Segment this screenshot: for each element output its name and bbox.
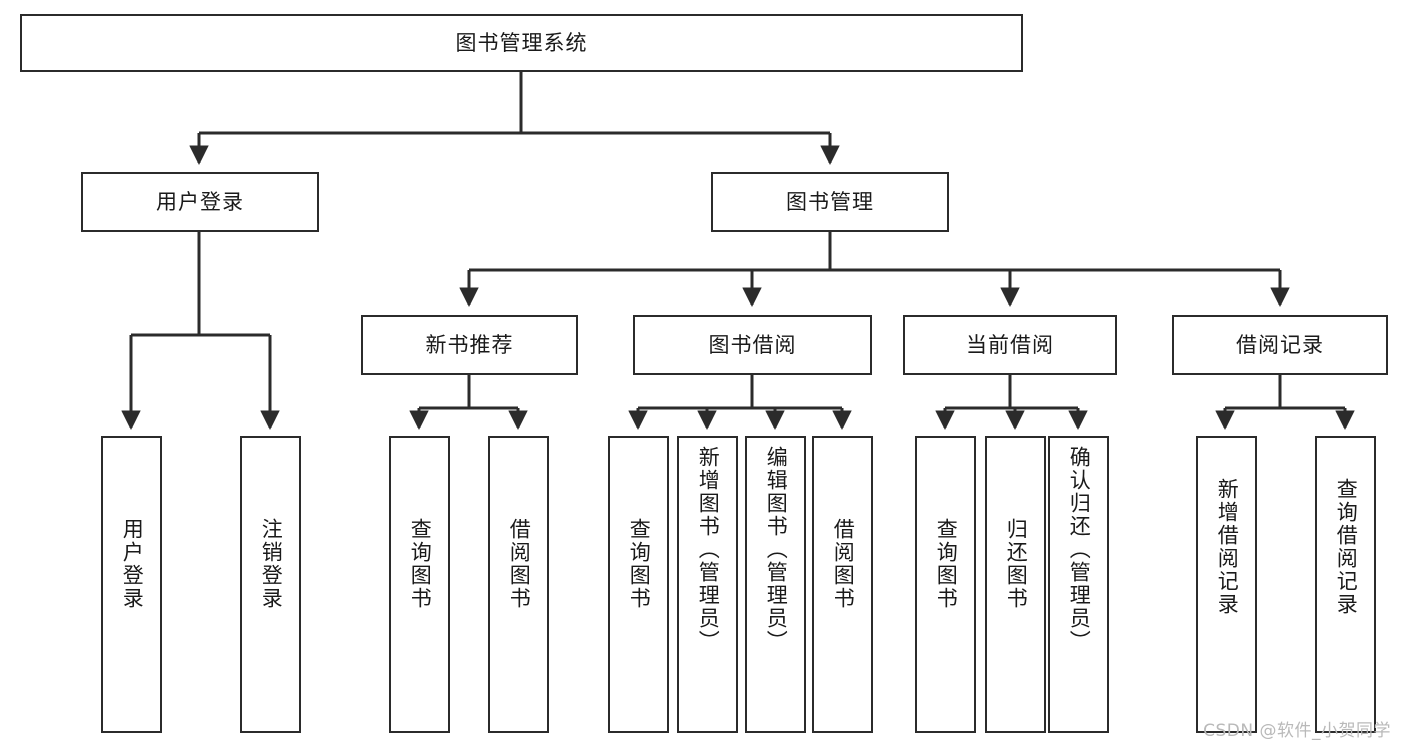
node-label: 用户登录: [156, 189, 244, 214]
node-borrow-record[interactable]: 借阅记录: [1172, 315, 1388, 375]
node-label: 当前借阅: [966, 332, 1054, 357]
node-label: 归还图书: [1004, 518, 1029, 610]
leaf-current-confirm-return-admin[interactable]: 确认归还（管理员）: [1048, 436, 1109, 733]
node-label: 借阅记录: [1236, 332, 1324, 357]
node-label: 图书借阅: [708, 332, 797, 357]
watermark: CSDN @软件_小贺同学: [1203, 721, 1391, 741]
leaf-record-query-record[interactable]: 查询借阅记录: [1315, 436, 1376, 733]
node-label: 借阅图书: [507, 518, 532, 610]
node-label: 注销登录: [259, 518, 284, 610]
node-label: 编辑图书（管理员）: [764, 446, 789, 653]
node-label: 借阅图书: [831, 518, 856, 610]
node-book-borrow[interactable]: 图书借阅: [633, 315, 872, 375]
leaf-current-return-book[interactable]: 归还图书: [985, 436, 1046, 733]
node-label: 新增图书（管理员）: [696, 446, 721, 653]
leaf-user-login-signout[interactable]: 注销登录: [240, 436, 301, 733]
node-label: 图书管理: [786, 189, 874, 214]
leaf-borrow-query-book[interactable]: 查询图书: [608, 436, 669, 733]
node-user-login[interactable]: 用户登录: [81, 172, 319, 232]
node-new-book-recommend[interactable]: 新书推荐: [361, 315, 578, 375]
node-label: 新书推荐: [425, 332, 514, 357]
node-label: 确认归还（管理员）: [1067, 446, 1092, 653]
node-label: 用户登录: [120, 518, 145, 610]
leaf-record-add-record[interactable]: 新增借阅记录: [1196, 436, 1257, 733]
node-label: 新增借阅记录: [1215, 478, 1240, 616]
node-root-system[interactable]: 图书管理系统: [20, 14, 1023, 72]
leaf-borrow-borrow-book[interactable]: 借阅图书: [812, 436, 873, 733]
node-book-management[interactable]: 图书管理: [711, 172, 949, 232]
leaf-current-query-book[interactable]: 查询图书: [915, 436, 976, 733]
node-label: 查询借阅记录: [1334, 478, 1359, 616]
leaf-user-login-signin[interactable]: 用户登录: [101, 436, 162, 733]
leaf-recommend-borrow-book[interactable]: 借阅图书: [488, 436, 549, 733]
leaf-borrow-add-book-admin[interactable]: 新增图书（管理员）: [677, 436, 738, 733]
node-current-borrow[interactable]: 当前借阅: [903, 315, 1117, 375]
node-label: 查询图书: [408, 518, 433, 610]
leaf-recommend-query-book[interactable]: 查询图书: [389, 436, 450, 733]
node-label: 查询图书: [627, 518, 652, 610]
leaf-borrow-edit-book-admin[interactable]: 编辑图书（管理员）: [745, 436, 806, 733]
node-label: 查询图书: [934, 518, 959, 610]
node-label: 图书管理系统: [455, 30, 588, 55]
